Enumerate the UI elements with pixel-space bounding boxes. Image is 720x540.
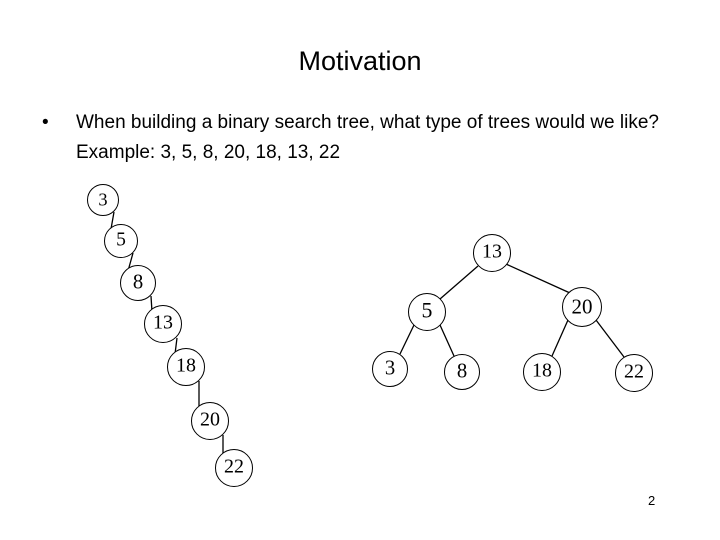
tree-node: 8 (444, 354, 480, 390)
tree-node: 18 (167, 348, 205, 386)
tree-node: 5 (408, 293, 446, 331)
tree-edge (551, 319, 569, 357)
tree-node-label: 22 (624, 360, 644, 383)
bullet-text: When building a binary search tree, what… (76, 112, 659, 163)
bullet-list: • When building a binary search tree, wh… (40, 108, 680, 168)
tree-node-label: 5 (421, 298, 433, 323)
tree-node: 20 (562, 287, 602, 327)
tree-node-label: 13 (482, 240, 502, 263)
tree-node: 22 (215, 449, 253, 487)
tree-edge (150, 295, 153, 313)
tree-node: 13 (473, 234, 511, 272)
tree-edge (439, 324, 455, 357)
list-item: • When building a binary search tree, wh… (40, 108, 680, 168)
tree-node-label: 22 (224, 455, 244, 478)
page-number: 2 (648, 493, 656, 508)
tree-node: 20 (191, 402, 229, 440)
tree-edge (595, 319, 625, 358)
tree-node: 5 (104, 224, 138, 258)
page-title: Motivation (298, 46, 422, 76)
tree-node-label: 8 (456, 360, 468, 383)
tree-edge (505, 263, 571, 294)
tree-node: 3 (87, 184, 119, 216)
tree-edge (127, 252, 134, 272)
bullet-marker-icon: • (42, 112, 49, 133)
tree-edge (439, 265, 479, 300)
tree-node-label: 18 (176, 354, 196, 377)
tree-node: 8 (120, 265, 156, 301)
tree-node: 3 (372, 351, 408, 387)
tree-node-label: 13 (153, 311, 173, 334)
tree-edge (399, 324, 415, 355)
tree-node-label: 20 (571, 294, 593, 318)
tree-edge (174, 337, 178, 355)
tree-node-label: 3 (98, 189, 108, 210)
tree-node: 22 (615, 354, 653, 392)
tree-node-label: 3 (384, 357, 396, 380)
tree-edge (110, 211, 115, 230)
tree-node-label: 18 (532, 359, 552, 382)
tree-node: 13 (144, 305, 182, 343)
tree-node: 18 (523, 353, 561, 391)
tree-node-label: 8 (132, 271, 144, 294)
tree-node-label: 5 (116, 229, 126, 251)
tree-node-label: 20 (200, 408, 220, 431)
